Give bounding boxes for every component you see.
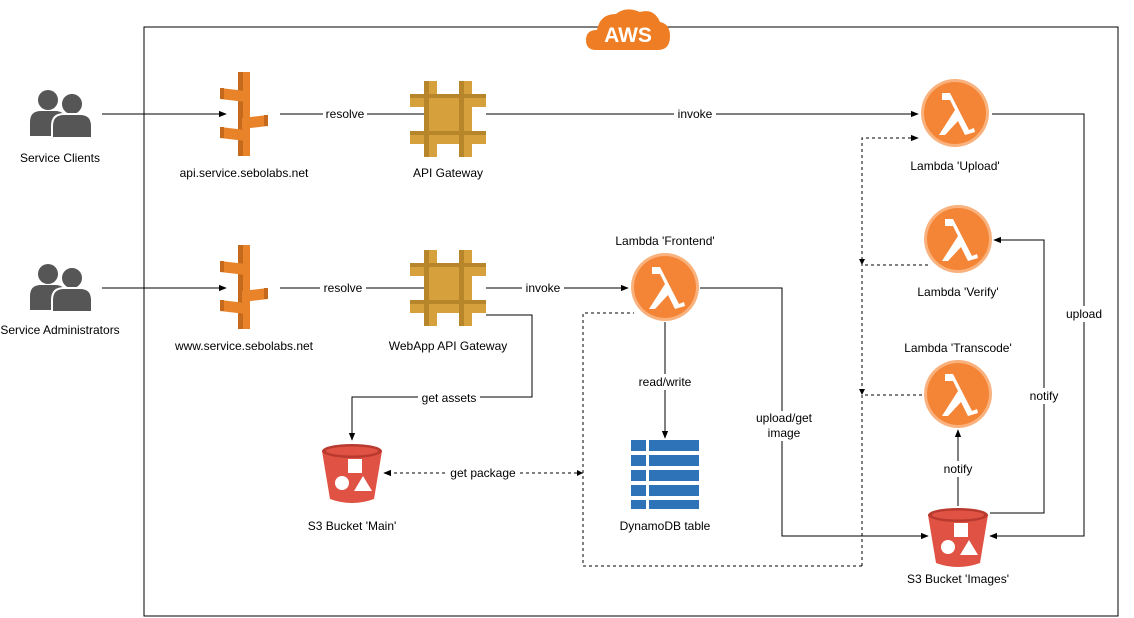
s3-images-node: S3 Bucket 'Images': [907, 508, 1009, 586]
lambda-transcode-node: Lambda 'Transcode': [904, 341, 1012, 428]
label-clients-resolve: resolve: [326, 107, 365, 121]
route53-icon: [220, 245, 268, 329]
s3-main-label: S3 Bucket 'Main': [308, 519, 397, 533]
aws-label: AWS: [604, 24, 652, 47]
dns-www-node: www.service.sebolabs.net: [174, 245, 314, 353]
s3-bucket-icon: [322, 444, 382, 503]
dynamodb-label: DynamoDB table: [620, 519, 711, 533]
edge-get-assets: [348, 314, 533, 441]
label-read-write: read/write: [639, 375, 692, 389]
s3-images-label: S3 Bucket 'Images': [907, 572, 1009, 586]
service-clients-node: Service Clients: [20, 89, 100, 165]
users-icon: [29, 263, 93, 313]
label-admins-resolve: resolve: [324, 281, 363, 295]
dynamodb-node: DynamoDB table: [620, 440, 711, 533]
api-gateway-label: API Gateway: [413, 166, 483, 180]
lambda-transcode-label: Lambda 'Transcode': [904, 341, 1012, 355]
lambda-frontend-label: Lambda 'Frontend': [615, 234, 714, 248]
edge-upload: [989, 113, 1085, 540]
aws-cloud-icon: AWS: [586, 9, 670, 50]
lambda-icon: [631, 253, 699, 321]
s3-bucket-icon: [928, 508, 988, 567]
lambda-icon: [921, 79, 989, 147]
dns-www-label: www.service.sebolabs.net: [174, 339, 314, 353]
service-admins-label: Service Administrators: [0, 323, 119, 337]
edge-notify-verify: [990, 236, 1045, 514]
label-webapp-invoke: invoke: [526, 281, 561, 295]
lambda-upload-label: Lambda 'Upload': [910, 159, 999, 173]
edge-dashed-loop: [861, 134, 919, 566]
label-upload-get: upload/get: [756, 411, 813, 425]
arrowhead-verify: [859, 259, 865, 265]
lambda-frontend-node: Lambda 'Frontend': [615, 234, 715, 321]
label-upload: upload: [1066, 307, 1102, 321]
webapp-api-gateway-label: WebApp API Gateway: [389, 339, 508, 353]
edge-dashed-frontend: [582, 312, 862, 567]
users-icon: [29, 89, 93, 139]
label-notify-transcode: notify: [944, 462, 973, 476]
arrowhead-package: [577, 470, 583, 476]
dynamodb-icon: [631, 440, 699, 509]
api-gateway-icon: [410, 81, 486, 157]
lambda-verify-label: Lambda 'Verify': [917, 285, 998, 299]
lambda-icon: [924, 205, 992, 273]
label-upload-get-image: image: [768, 426, 801, 440]
arrowhead-transcode: [859, 389, 865, 395]
lambda-verify-node: Lambda 'Verify': [917, 205, 999, 299]
label-notify-verify: notify: [1030, 389, 1059, 403]
s3-main-node: S3 Bucket 'Main': [308, 444, 397, 533]
api-gateway-node: API Gateway: [410, 81, 486, 180]
route53-icon: [220, 72, 268, 156]
dns-api-label: api.service.sebolabs.net: [180, 166, 309, 180]
service-admins-node: Service Administrators: [0, 263, 120, 337]
label-get-package: get package: [450, 466, 516, 480]
lambda-icon: [924, 360, 992, 428]
webapp-api-gateway-node: WebApp API Gateway: [389, 250, 508, 353]
service-clients-label: Service Clients: [20, 151, 100, 165]
label-api-invoke: invoke: [678, 107, 713, 121]
lambda-upload-node: Lambda 'Upload': [910, 79, 1000, 173]
label-get-assets: get assets: [422, 391, 477, 405]
dns-api-node: api.service.sebolabs.net: [180, 72, 309, 180]
